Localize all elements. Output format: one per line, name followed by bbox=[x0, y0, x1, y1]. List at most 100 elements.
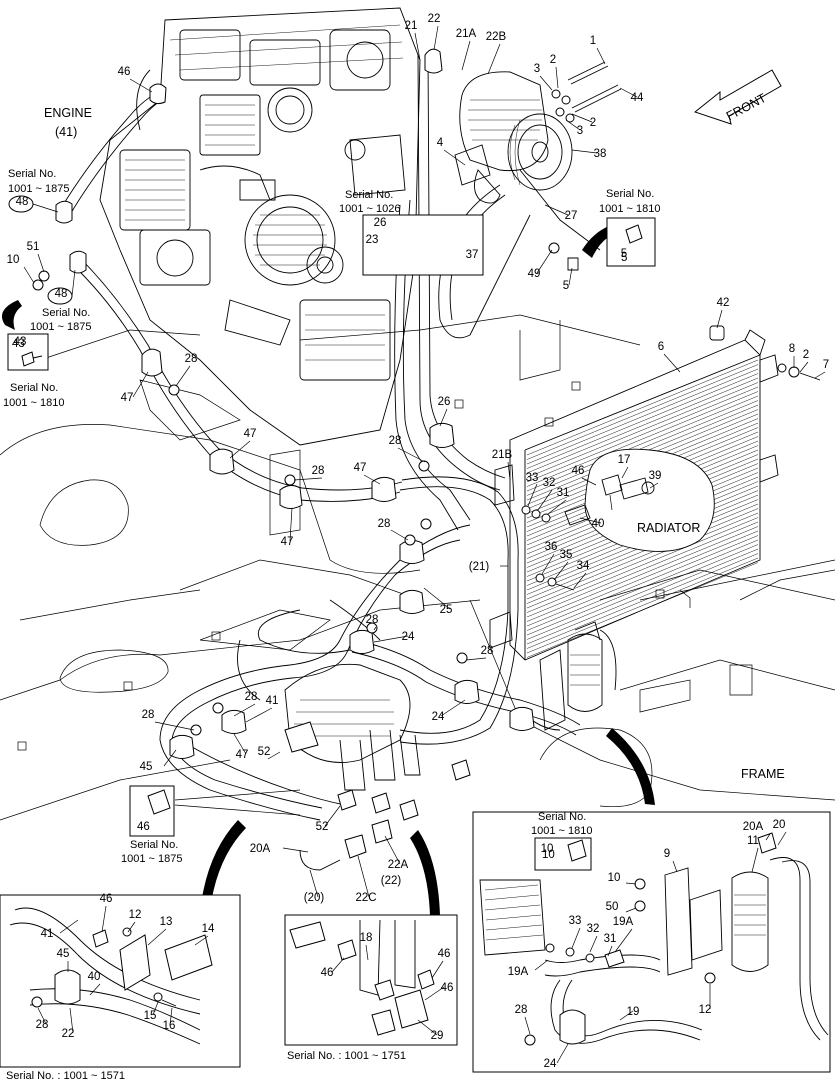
main-callout-51: 25 bbox=[440, 604, 453, 616]
main-callout-47: 36 bbox=[545, 541, 558, 553]
serial-1875-b-l1: Serial No. bbox=[42, 307, 90, 319]
main-callout-27: 47 bbox=[244, 428, 257, 440]
serial-1026-l1: Serial No. bbox=[345, 189, 393, 201]
main-callout-58: 28 bbox=[142, 709, 155, 721]
main-callout-7: 22 bbox=[428, 13, 441, 25]
main-callout-17: 5 bbox=[563, 280, 569, 292]
left-panel-callout-10: 16 bbox=[163, 1020, 176, 1032]
left-panel-callout-9: 15 bbox=[144, 1010, 157, 1022]
serial-1810-b-l2: 1001 ~ 1810 bbox=[599, 203, 660, 215]
main-callout-61: 45 bbox=[140, 761, 153, 773]
main-callout-39: 46 bbox=[572, 465, 585, 477]
left-panel-callout-6: 40 bbox=[88, 971, 101, 983]
panel-right-serial-l2: 1001 ~ 1810 bbox=[531, 825, 592, 837]
right-panel-callout-1: 9 bbox=[664, 848, 670, 860]
serial-1875-a-l2: 1001 ~ 1875 bbox=[8, 183, 69, 195]
radiator-detail bbox=[584, 448, 715, 552]
inset-box-43-label: 43 bbox=[12, 338, 25, 350]
main-callout-32: 7 bbox=[823, 359, 829, 371]
main-callout-20: 48 bbox=[16, 196, 29, 208]
compressor-assembly bbox=[438, 61, 622, 339]
serial-1875-c-l1: Serial No. bbox=[130, 839, 178, 851]
main-callout-3: 44 bbox=[631, 92, 644, 104]
right-panel-callout-6: 50 bbox=[606, 901, 619, 913]
main-callout-34: 28 bbox=[389, 435, 402, 447]
frame-label: FRAME bbox=[741, 767, 785, 781]
middle-panel-callout-3: 46 bbox=[441, 982, 454, 994]
inset-box-23 bbox=[362, 214, 484, 276]
bolts bbox=[32, 230, 591, 736]
main-callout-23: 48 bbox=[55, 288, 68, 300]
panel-left-serial: Serial No. : 1001 ~ 1571 bbox=[6, 1070, 125, 1080]
main-callout-37: 47 bbox=[281, 536, 294, 548]
engine-label: ENGINE bbox=[44, 106, 92, 120]
inset-box-5-label: 5 bbox=[621, 252, 627, 264]
main-callout-1: 2 bbox=[550, 54, 556, 66]
main-callout-22: 10 bbox=[7, 254, 20, 266]
main-callout-33: 26 bbox=[438, 396, 451, 408]
main-callout-26: 47 bbox=[121, 392, 134, 404]
right-panel-callout-8: 33 bbox=[569, 915, 582, 927]
right-panel-callout-14: 28 bbox=[515, 1004, 528, 1016]
left-panel-callout-5: 45 bbox=[57, 948, 70, 960]
main-callout-66: (20) bbox=[304, 892, 325, 904]
main-callout-55: 24 bbox=[432, 711, 445, 723]
inset-box-46-label: 46 bbox=[137, 821, 150, 833]
receiver-drier bbox=[539, 621, 617, 731]
panel-middle-serial: Serial No. : 1001 ~ 1751 bbox=[287, 1050, 406, 1062]
middle-panel-callout-4: 29 bbox=[431, 1030, 444, 1042]
right-panel-callout-10: 31 bbox=[604, 933, 617, 945]
left-panel-callout-7: 28 bbox=[36, 1019, 49, 1031]
main-callout-9: 22B bbox=[486, 31, 507, 43]
middle-panel-callout-2: 46 bbox=[438, 948, 451, 960]
main-callout-4: 2 bbox=[590, 117, 596, 129]
main-callout-67: 22C bbox=[355, 892, 376, 904]
main-callout-0: 1 bbox=[590, 35, 596, 47]
main-callout-15: 37 bbox=[466, 249, 479, 261]
main-callout-36: 28 bbox=[312, 465, 325, 477]
hoses bbox=[59, 54, 581, 821]
right-panel-callout-9: 32 bbox=[587, 923, 600, 935]
right-panel-callout-13: 12 bbox=[699, 1004, 712, 1016]
serial-1875-a-l1: Serial No. bbox=[8, 168, 56, 180]
main-callout-54: 28 bbox=[481, 645, 494, 657]
main-callout-53: 24 bbox=[402, 631, 415, 643]
main-callout-60: 52 bbox=[258, 746, 271, 758]
main-callout-63: 20A bbox=[250, 843, 271, 855]
main-callout-57: 41 bbox=[266, 695, 279, 707]
main-callout-40: 17 bbox=[618, 454, 631, 466]
main-callout-13: 26 bbox=[374, 217, 387, 229]
main-callout-38: 21B bbox=[492, 449, 513, 461]
main-callout-59: 47 bbox=[236, 749, 249, 761]
main-callout-50: (21) bbox=[469, 561, 490, 573]
leader-lines bbox=[23, 25, 826, 1064]
main-callout-5: 3 bbox=[577, 125, 583, 137]
detail-panel-left bbox=[0, 894, 241, 1068]
main-callout-52: 28 bbox=[366, 614, 379, 626]
serial-1810-a-l2: 1001 ~ 1810 bbox=[3, 397, 64, 409]
left-panel-callout-8: 22 bbox=[62, 1028, 75, 1040]
clamps bbox=[55, 48, 535, 759]
right-panel-callout-12: 19 bbox=[627, 1006, 640, 1018]
middle-panel-callout-0: 18 bbox=[360, 932, 373, 944]
main-callout-14: 23 bbox=[366, 234, 379, 246]
front-arrow: FRONT bbox=[693, 69, 782, 125]
main-callout-48: 35 bbox=[560, 549, 573, 561]
main-callout-24: 43 bbox=[14, 336, 27, 348]
serial-1875-c-l2: 1001 ~ 1875 bbox=[121, 853, 182, 865]
main-callout-29: 6 bbox=[658, 341, 664, 353]
detail-panel-right: 10 bbox=[472, 811, 831, 1073]
detail-panel-middle bbox=[284, 914, 458, 1046]
left-panel-callout-3: 13 bbox=[160, 916, 173, 928]
panel-right-serial-l1: Serial No. bbox=[538, 811, 586, 823]
serial-1875-b-l2: 1001 ~ 1875 bbox=[30, 321, 91, 333]
main-callout-56: 28 bbox=[245, 691, 258, 703]
left-panel-callout-0: 41 bbox=[41, 928, 54, 940]
right-panel-callout-5: 10 bbox=[608, 872, 621, 884]
main-callout-18: 5 bbox=[621, 248, 627, 260]
left-panel-callout-2: 12 bbox=[129, 909, 142, 921]
main-callout-31: 2 bbox=[803, 349, 809, 361]
right-panel-callout-15: 24 bbox=[544, 1058, 557, 1070]
